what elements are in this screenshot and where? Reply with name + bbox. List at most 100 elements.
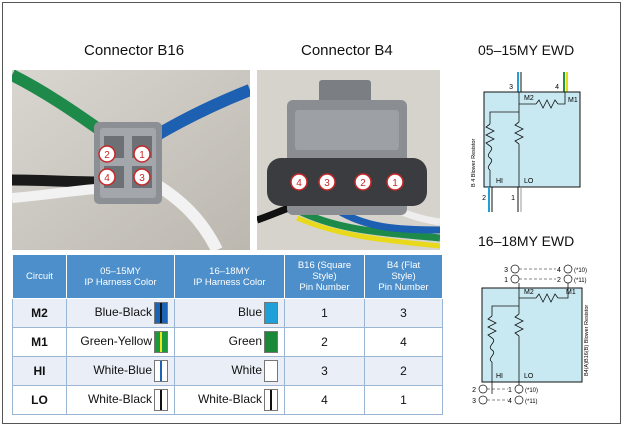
header-circuit: Circuit xyxy=(12,254,67,299)
cell-b16-pin-text: 1 xyxy=(321,306,328,320)
cell-b4-pin: 2 xyxy=(364,356,443,386)
table-row: M1 Green-Yellow Green 2 4 xyxy=(12,327,443,357)
cell-b16-pin: 1 xyxy=(284,298,365,328)
b4-pin-labels: 4 3 2 1 xyxy=(290,173,404,191)
wire-color-swatch xyxy=(154,389,168,411)
ewd2-top-pin: 2 xyxy=(557,277,561,284)
ewd-05-15-diagram: 3 4 M2 M1 HI LO 2 1 B 4 Blower Resistor xyxy=(460,62,610,224)
wire-color-swatch xyxy=(154,360,168,382)
title-connector-b16: Connector B16 xyxy=(84,42,185,59)
cell-b16-pin: 2 xyxy=(284,327,365,357)
photo-connector-b16: 2 1 4 3 xyxy=(12,70,250,250)
ewd2-label-hi: HI xyxy=(496,373,503,380)
cell-b4-pin-text: 3 xyxy=(400,306,407,320)
cell-16-18-color-text: Blue xyxy=(237,305,262,320)
ewd2-label-m2: M2 xyxy=(524,289,534,296)
cell-circuit: M1 xyxy=(12,327,67,357)
cell-b16-pin: 4 xyxy=(284,385,365,415)
ewd2-bottom-left: 2 xyxy=(472,387,476,394)
cell-b16-pin-text: 4 xyxy=(321,393,328,407)
cell-b4-pin: 1 xyxy=(364,385,443,415)
ewd1-bottom-pin: 1 xyxy=(511,195,515,202)
b16-pin-label: 2 xyxy=(104,150,110,161)
ewd2-bottom-pin: 1 xyxy=(508,387,512,394)
ewd1-bottom-pin: 2 xyxy=(482,195,486,202)
ewd1-component-label: B 4 Blower Resistor xyxy=(471,139,477,187)
cell-05-15-color: White-Blue xyxy=(66,356,175,386)
cell-b16-pin-text: 2 xyxy=(321,335,328,349)
cell-16-18-color-text: White xyxy=(231,363,262,378)
wire-color-swatch xyxy=(154,302,168,324)
cell-b4-pin-text: 2 xyxy=(400,364,407,378)
cell-b4-pin-text: 4 xyxy=(400,335,407,349)
cell-16-18-color: Green xyxy=(174,327,285,357)
cell-05-15-color-text: White-Blue xyxy=(93,363,152,378)
cell-16-18-color: Blue xyxy=(174,298,285,328)
cell-05-15-color-text: Blue-Black xyxy=(94,305,152,320)
cell-05-15-color: White-Black xyxy=(66,385,175,415)
cell-b4-pin: 4 xyxy=(364,327,443,357)
ewd2-top-pin: 4 xyxy=(557,267,561,274)
ewd2-top-note: (*10) xyxy=(574,268,587,274)
photo-connector-b4: 4 3 2 1 xyxy=(257,70,440,250)
ewd2-label-lo: LO xyxy=(524,373,534,380)
wire-color-swatch xyxy=(154,331,168,353)
cell-circuit-text: HI xyxy=(33,364,46,378)
ewd1-top-pin: 4 xyxy=(555,84,559,91)
ewd2-top-left: 1 xyxy=(504,277,508,284)
title-ewd-16-18: 16–18MY EWD xyxy=(478,233,575,249)
wire-color-swatch xyxy=(264,331,278,353)
cell-circuit: M2 xyxy=(12,298,67,328)
table-row: M2 Blue-Black Blue 1 3 xyxy=(12,298,443,328)
ewd2-top-left: 3 xyxy=(504,267,508,274)
ewd2-bottom-note: (*11) xyxy=(525,399,538,405)
cell-circuit-text: LO xyxy=(31,393,48,407)
cell-circuit-text: M2 xyxy=(31,306,48,320)
b4-pin-label: 2 xyxy=(360,178,366,189)
ewd2-label-m1: M1 xyxy=(566,289,576,296)
ewd2-bottom-left: 3 xyxy=(472,398,476,405)
cell-05-15-color-text: White-Black xyxy=(87,392,152,407)
b4-pin-label: 3 xyxy=(324,178,330,189)
ewd1-label-lo: LO xyxy=(524,178,534,185)
ewd-16-18-diagram: 3 4 (*10) 1 2 (*11) M2 M1 HI LO 2 1 (*10… xyxy=(460,254,610,420)
table-row: HI White-Blue White 3 2 xyxy=(12,356,443,386)
ewd1-top-pin: 3 xyxy=(509,84,513,91)
b4-pin-label: 1 xyxy=(392,178,398,189)
b4-pin-label: 4 xyxy=(296,178,302,189)
cell-b4-pin-text: 1 xyxy=(400,393,407,407)
cell-16-18-color: White xyxy=(174,356,285,386)
ewd1-label-hi: HI xyxy=(496,178,503,185)
cell-16-18-color: White-Black xyxy=(174,385,285,415)
wire-color-swatch xyxy=(264,302,278,324)
ewd1-label-m2: M2 xyxy=(524,95,534,102)
cell-circuit: LO xyxy=(12,385,67,415)
title-connector-b4: Connector B4 xyxy=(301,42,393,59)
cell-16-18-color-text: White-Black xyxy=(197,392,262,407)
cell-b16-pin-text: 3 xyxy=(321,364,328,378)
ewd2-component-label: B4(A)B16(B) Blower Resistor xyxy=(584,305,590,376)
table-row: LO White-Black White-Black 4 1 xyxy=(12,385,443,415)
cell-05-15-color-text: Green-Yellow xyxy=(80,334,152,349)
b16-pin-label: 3 xyxy=(139,173,145,184)
b16-pin-labels: 2 1 4 3 xyxy=(98,145,151,186)
cell-05-15-color: Blue-Black xyxy=(66,298,175,328)
cell-b4-pin: 3 xyxy=(364,298,443,328)
ewd2-bottom-note: (*10) xyxy=(525,388,538,394)
cell-circuit-text: M1 xyxy=(31,335,48,349)
ewd2-top-note: (*11) xyxy=(574,278,587,284)
title-ewd-05-15: 05–15MY EWD xyxy=(478,42,575,58)
wire-color-swatch xyxy=(264,389,278,411)
b16-pin-label: 1 xyxy=(139,150,145,161)
ewd1-label-m1: M1 xyxy=(568,97,578,104)
cell-16-18-color-text: Green xyxy=(228,334,262,349)
cell-circuit: HI xyxy=(12,356,67,386)
b16-pin-label: 4 xyxy=(104,173,110,184)
